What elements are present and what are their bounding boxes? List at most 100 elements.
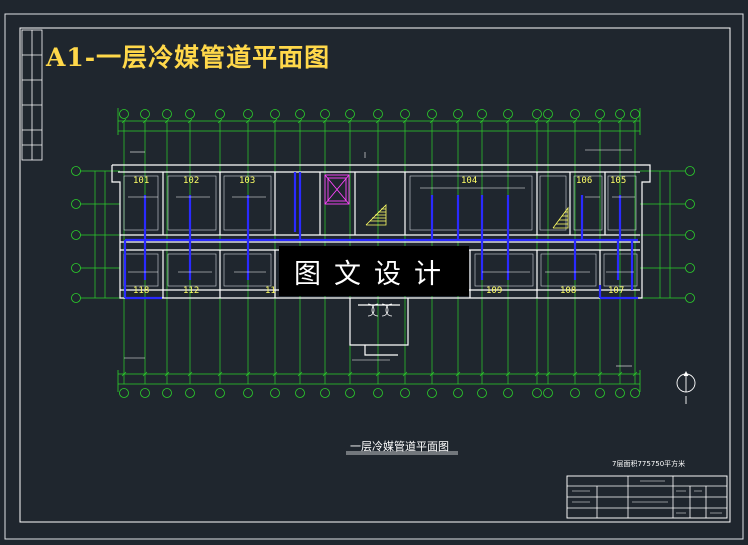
top-axis-bubble	[630, 109, 640, 119]
dimension-ticks	[121, 118, 638, 377]
top-axis-bubble	[185, 109, 195, 119]
dimension-tick	[347, 371, 353, 377]
dimension-tick	[272, 371, 278, 377]
dimension-tick	[545, 371, 551, 377]
dimension-tick	[121, 118, 127, 124]
dimension-tick	[142, 118, 148, 124]
bottom-dimension-lines	[117, 370, 641, 392]
room-label-118: 118	[133, 286, 150, 296]
dimension-tick	[375, 118, 381, 124]
title-block	[566, 475, 728, 519]
top-axis-bubble	[162, 109, 172, 119]
elevator-shaft	[324, 174, 350, 205]
top-axis-bubble	[345, 109, 355, 119]
entrance-doors	[367, 303, 393, 317]
room-label-112: 112	[183, 286, 200, 296]
drawing-title: A1-一层冷媒管道平面图	[46, 43, 331, 72]
bottom-axis-bubble	[400, 388, 410, 398]
room-label-102: 102	[183, 176, 200, 186]
bottom-axis-bubble	[503, 388, 513, 398]
dimension-tick	[322, 118, 328, 124]
dimension-tick	[402, 371, 408, 377]
top-axis-bubble	[543, 109, 553, 119]
dimension-tick	[572, 118, 578, 124]
dimension-tick	[217, 371, 223, 377]
dimension-tick	[164, 371, 170, 377]
dimension-tick	[545, 118, 551, 124]
refrigerant-pipes	[123, 172, 638, 300]
dimension-tick	[142, 371, 148, 377]
top-axis-bubble	[532, 109, 542, 119]
binding-strip	[21, 29, 43, 161]
top-axis-bubbles	[119, 109, 640, 119]
room-label-104: 104	[461, 176, 478, 186]
dimension-tick	[272, 118, 278, 124]
top-axis-bubble	[427, 109, 437, 119]
room-label-101: 101	[133, 176, 150, 186]
bottom-axis-bubble	[427, 388, 437, 398]
dimension-tick	[479, 118, 485, 124]
dimension-tick	[534, 118, 540, 124]
room-partitions	[123, 175, 638, 287]
top-axis-bubble	[373, 109, 383, 119]
bottom-axis-bubble	[162, 388, 172, 398]
room-label-11x: 11	[265, 286, 276, 296]
room-label-106: 106	[576, 176, 593, 186]
bottom-axis-bubble	[477, 388, 487, 398]
dimension-tick	[572, 371, 578, 377]
top-axis-bubble	[570, 109, 580, 119]
dimension-tick	[187, 371, 193, 377]
subtitle-underline	[346, 451, 458, 455]
bottom-axis-bubble	[119, 388, 129, 398]
dimension-tick	[429, 371, 435, 377]
dimension-tick	[534, 371, 540, 377]
dimension-tick	[455, 118, 461, 124]
top-axis-bubble	[400, 109, 410, 119]
title-block-ticks	[572, 480, 722, 514]
room-label-105: 105	[610, 176, 627, 186]
leader-lines	[124, 149, 632, 367]
bottom-axis-bubble	[345, 388, 355, 398]
room-label-108: 108	[560, 286, 577, 296]
top-dimension-lines	[117, 108, 641, 135]
room-label-103: 103	[239, 176, 256, 186]
bottom-axis-bubble	[295, 388, 305, 398]
bottom-axis-bubble	[532, 388, 542, 398]
bottom-axis-bubble	[630, 388, 640, 398]
dimension-tick	[617, 371, 623, 377]
dimension-tick	[245, 371, 251, 377]
dimension-tick	[429, 118, 435, 124]
inner-frame	[19, 27, 731, 523]
building-walls	[111, 164, 651, 356]
top-axis-bubble	[215, 109, 225, 119]
dimension-tick	[597, 118, 603, 124]
dimension-tick	[322, 371, 328, 377]
watermark-banner: 图文设计	[279, 246, 469, 296]
top-axis-bubble	[477, 109, 487, 119]
bottom-axis-bubble	[373, 388, 383, 398]
dimension-tick	[617, 118, 623, 124]
top-axis-bubble	[615, 109, 625, 119]
horizontal-grid-axes	[80, 170, 685, 299]
top-axis-bubble	[119, 109, 129, 119]
bottom-axis-bubble	[185, 388, 195, 398]
dimension-tick	[347, 118, 353, 124]
dimension-tick	[505, 371, 511, 377]
bottom-axis-bubble	[215, 388, 225, 398]
bottom-axis-bubble	[595, 388, 605, 398]
bottom-axis-bubble	[270, 388, 280, 398]
room-label-109: 109	[486, 286, 503, 296]
dimension-tick	[187, 118, 193, 124]
stairs	[365, 204, 569, 229]
top-axis-bubble	[453, 109, 463, 119]
dimension-tick	[375, 371, 381, 377]
dimension-tick	[479, 371, 485, 377]
dimension-tick	[632, 371, 638, 377]
top-axis-bubble	[503, 109, 513, 119]
north-arrow-icon	[676, 370, 696, 404]
bottom-axis-bubble	[543, 388, 553, 398]
plan-subtitle: 一层冷媒管道平面图	[350, 440, 449, 453]
dimension-tick	[297, 371, 303, 377]
top-axis-bubble	[595, 109, 605, 119]
